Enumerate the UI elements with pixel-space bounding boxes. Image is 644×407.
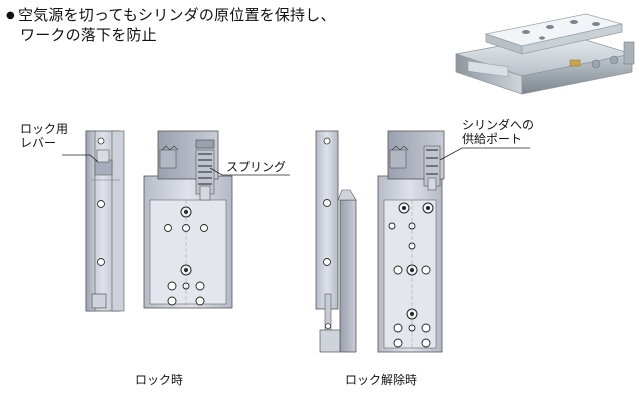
- product-photo: [455, 13, 635, 95]
- supply-port-label-line-2: 供給ポート: [462, 132, 523, 146]
- intro-text-2: ワークの落下を防止: [20, 26, 157, 44]
- lock-lever-label-line-1: ロック用: [20, 122, 69, 136]
- unlocked-side-view: [315, 130, 357, 353]
- supply-port-label: シリンダへの 供給ポート: [462, 118, 534, 146]
- spring-label-text: スプリング: [226, 160, 287, 174]
- unlocked-front-view: [377, 130, 445, 353]
- lock-lever-label-line-2: レバー: [20, 136, 57, 150]
- supply-port-label-line-1: シリンダへの: [462, 118, 535, 132]
- lock-lever-label: ロック用 レバー: [20, 122, 68, 150]
- locked-front-view: [143, 130, 233, 309]
- intro-line-2: ワークの落下を防止: [20, 26, 157, 44]
- intro-text-1: 空気源を切ってもシリンダの原位置を保持し、: [17, 6, 336, 24]
- bullet-icon: ●: [6, 10, 15, 21]
- caption-locked: ロック時: [135, 373, 184, 387]
- leader-lines: [62, 147, 530, 176]
- spring-label: スプリング: [226, 160, 286, 174]
- intro-line-1: ●空気源を切ってもシリンダの原位置を保持し、: [6, 6, 336, 25]
- locked-side-view: [85, 130, 125, 312]
- caption-unlocked: ロック解除時: [345, 373, 418, 387]
